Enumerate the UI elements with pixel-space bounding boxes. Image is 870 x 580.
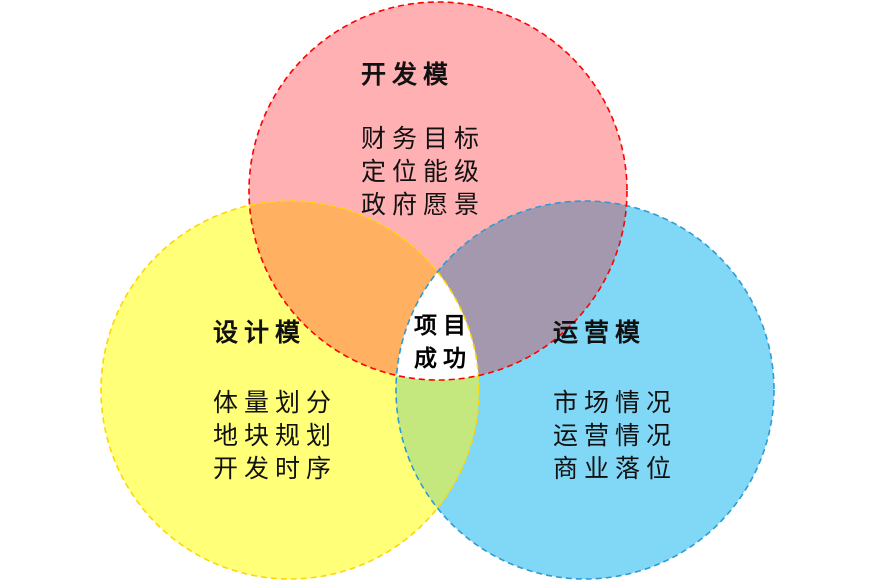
development-item: 政府愿景 <box>361 190 486 219</box>
dev-operation-overlap <box>396 201 627 380</box>
design-item: 体量划分 <box>213 388 338 417</box>
design-items: 体量划分 地块规划 开发时序 <box>213 386 337 485</box>
center-line1: 项目 <box>414 313 472 339</box>
design-title: 设计模 <box>213 318 307 347</box>
operation-item: 运营情况 <box>553 421 678 450</box>
design-circle-border <box>100 200 480 580</box>
design-item: 开发时序 <box>213 454 338 483</box>
operation-items: 市场情况 运营情况 商业落位 <box>553 386 677 485</box>
operation-item: 商业落位 <box>553 454 678 483</box>
development-item: 财务目标 <box>361 124 486 153</box>
operation-title: 运营模 <box>553 318 647 347</box>
development-title: 开发模 <box>361 60 455 89</box>
operation-item: 市场情况 <box>553 388 678 417</box>
development-items: 财务目标 定位能级 政府愿景 <box>361 122 485 221</box>
center-label: 项目 成功 <box>403 310 483 376</box>
design-item: 地块规划 <box>213 421 338 450</box>
development-circle-border <box>248 1 628 381</box>
development-item: 定位能级 <box>361 157 486 186</box>
dev-design-overlap <box>249 201 479 380</box>
center-line2: 成功 <box>414 346 472 372</box>
operation-circle-border <box>395 200 775 580</box>
